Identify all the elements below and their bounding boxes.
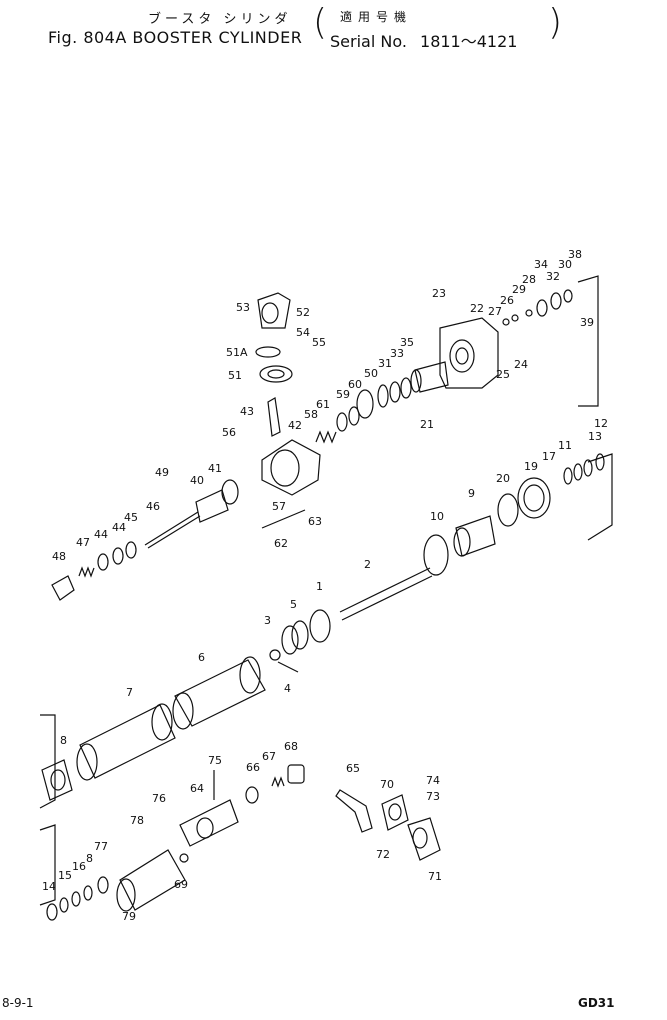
part-label: 53 xyxy=(236,301,250,314)
part-label: 70 xyxy=(380,778,394,791)
part-label: 38 xyxy=(568,248,582,261)
part-label: 68 xyxy=(284,740,298,753)
part-label: 40 xyxy=(190,474,204,487)
figure-header: ブースタ シリンダ Fig. 804A BOOSTER CYLINDER ( 適… xyxy=(0,0,667,60)
part-label: 71 xyxy=(428,870,442,883)
part-label: 22 xyxy=(470,302,484,315)
open-paren: ( xyxy=(313,2,328,43)
part-label: 47 xyxy=(76,536,90,549)
part-label: 19 xyxy=(524,460,538,473)
part-label: 15 xyxy=(58,869,72,882)
part-label: 54 xyxy=(296,326,310,339)
part-label: 1 xyxy=(316,580,323,593)
part-label: 44 xyxy=(94,528,108,541)
part-label: 17 xyxy=(542,450,556,463)
part-label: 42 xyxy=(288,419,302,432)
part-label: 16 xyxy=(72,860,86,873)
part-number-labels: 53 52 54 55 51A 51 43 42 56 49 41 40 47 … xyxy=(42,248,608,923)
part-label: 25 xyxy=(496,368,510,381)
part-label: 9 xyxy=(468,487,475,500)
part-label: 74 xyxy=(426,774,440,787)
model-code: GD31 xyxy=(578,996,615,1010)
part-label: 43 xyxy=(240,405,254,418)
page-reference: 8-9-1 xyxy=(2,996,34,1010)
part-label: 49 xyxy=(155,466,169,479)
part-label: 30 xyxy=(558,258,572,271)
drawing-shapes xyxy=(39,275,613,921)
part-label: 57 xyxy=(272,500,286,513)
part-label: 34 xyxy=(534,258,548,271)
figure-title: Fig. 804A BOOSTER CYLINDER xyxy=(48,28,303,47)
part-label: 32 xyxy=(546,270,560,283)
part-label: 20 xyxy=(496,472,510,485)
serial-label: Serial No. xyxy=(330,32,407,51)
part-label: 50 xyxy=(364,367,378,380)
part-label: 31 xyxy=(378,357,392,370)
part-label: 2 xyxy=(364,558,371,571)
part-label: 12 xyxy=(594,417,608,430)
part-label: 7 xyxy=(126,686,133,699)
part-label: 8 xyxy=(60,734,67,747)
part-label: 11 xyxy=(558,439,572,452)
part-label: 77 xyxy=(94,840,108,853)
part-label: 33 xyxy=(390,347,404,360)
part-label: 48 xyxy=(52,550,66,563)
close-paren: ) xyxy=(548,2,563,43)
part-label: 65 xyxy=(346,762,360,775)
part-label: 78 xyxy=(130,814,144,827)
part-label: 13 xyxy=(588,430,602,443)
part-label: 79 xyxy=(122,910,136,923)
part-label: 72 xyxy=(376,848,390,861)
part-label: 61 xyxy=(316,398,330,411)
title-japanese: ブースタ シリンダ xyxy=(148,12,292,27)
part-label: 41 xyxy=(208,462,222,475)
serial-range: Serial No. 1811～4121 xyxy=(330,28,525,52)
part-label: 56 xyxy=(222,426,236,439)
part-label: 6 xyxy=(198,651,205,664)
part-label: 51 xyxy=(228,369,242,382)
part-label: 55 xyxy=(312,336,326,349)
part-label: 62 xyxy=(274,537,288,550)
part-label: 69 xyxy=(174,878,188,891)
serial-japanese: 適用号機 xyxy=(340,10,413,24)
part-label: 66 xyxy=(246,761,260,774)
part-label: 28 xyxy=(522,273,536,286)
part-label: 60 xyxy=(348,378,362,391)
part-label: 35 xyxy=(400,336,414,349)
part-label: 23 xyxy=(432,287,446,300)
part-label: 44 xyxy=(112,521,126,534)
part-label: 45 xyxy=(124,511,138,524)
part-label: 67 xyxy=(262,750,276,763)
part-label: 52 xyxy=(296,306,310,319)
part-label: 51A xyxy=(226,346,248,359)
part-label: 75 xyxy=(208,754,222,767)
part-label: 10 xyxy=(430,510,444,523)
part-label: 5 xyxy=(290,598,297,611)
part-label: 64 xyxy=(190,782,204,795)
part-label: 63 xyxy=(308,515,322,528)
part-label: 26 xyxy=(500,294,514,307)
part-label: 4 xyxy=(284,682,291,695)
part-label: 76 xyxy=(152,792,166,805)
part-label: 73 xyxy=(426,790,440,803)
part-label: 59 xyxy=(336,388,350,401)
part-label: 29 xyxy=(512,283,526,296)
part-label: 14 xyxy=(42,880,56,893)
part-label: 21 xyxy=(420,418,434,431)
part-label: 8 xyxy=(86,852,93,865)
serial-values: 1811～4121 xyxy=(420,32,518,51)
part-label: 27 xyxy=(488,305,502,318)
part-label: 3 xyxy=(264,614,271,627)
part-label: 58 xyxy=(304,408,318,421)
part-label: 24 xyxy=(514,358,528,371)
part-label: 46 xyxy=(146,500,160,513)
part-label: 39 xyxy=(580,316,594,329)
